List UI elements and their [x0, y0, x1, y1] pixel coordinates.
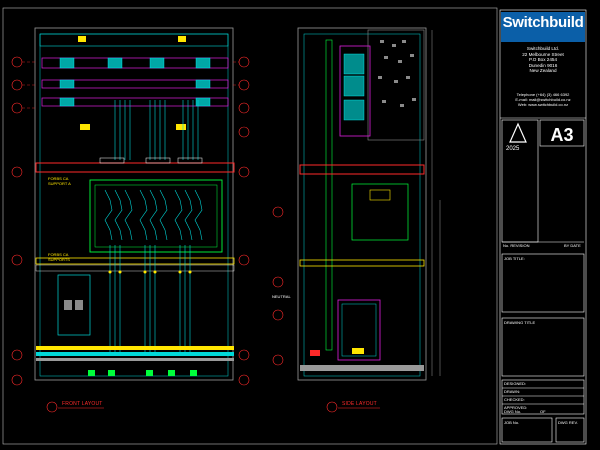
job-title-label: JOB TITLE:: [504, 256, 525, 261]
support-note-b: FORBS CA SUPPORTS: [48, 252, 70, 262]
company-line: Dunedin 9016: [528, 62, 558, 68]
approved-label: APPROVED:: [504, 405, 528, 410]
side-layout: [272, 27, 441, 413]
dwg-no-label: DWG No.: [504, 409, 522, 414]
neutral-note: NEUTRAL: [272, 294, 291, 299]
support-note-a: FORBS CA SUPPORT A: [48, 176, 71, 186]
revision-label: No. REVISION: [503, 243, 530, 248]
job-no-label: JOB No.: [504, 420, 520, 425]
company-line: 22 Melbourne Street: [522, 51, 564, 57]
brand-logo-underline: [501, 34, 585, 42]
company-address: Switchbuild Ltd. 22 Melbourne Street P.O…: [505, 46, 581, 74]
of-label: OF: [540, 409, 546, 414]
sheet-border: [2, 7, 498, 445]
front-layout: [11, 27, 250, 413]
company-line: Switchbuild Ltd.: [526, 46, 560, 51]
company-line: New Zealand: [529, 68, 557, 74]
drawn-label: DRAWN:: [504, 389, 521, 394]
drawing-title-label: DRAWING TITLE: [504, 320, 536, 325]
side-layout-label: SIDE LAYOUT: [342, 401, 377, 407]
contact-line: Web: www.switchbuild.co.nz: [517, 102, 569, 107]
year-label: 2025: [506, 146, 520, 152]
title-block: [499, 9, 587, 445]
contact-line: Telephone (+64) (3) 466 6392: [516, 92, 570, 97]
company-contact: Telephone (+64) (3) 466 6392 E-mail: mai…: [504, 92, 582, 107]
brand-logo: Switchbuild: [501, 12, 585, 34]
checked-label: CHECKED:: [504, 397, 525, 402]
company-line: P.O Box 2454: [528, 57, 557, 63]
contact-line: E-mail: mail@switchbuild.co.nz: [515, 97, 571, 102]
front-layout-label: FRONT LAYOUT: [62, 401, 103, 407]
dwg-rev-label: DWG REV.: [558, 420, 578, 425]
sheet-size-label: A3: [550, 125, 574, 145]
by-date-label: BY DATE: [564, 243, 581, 248]
emblem-icon: [509, 122, 527, 143]
designed-label: DESIGNED:: [504, 381, 527, 386]
